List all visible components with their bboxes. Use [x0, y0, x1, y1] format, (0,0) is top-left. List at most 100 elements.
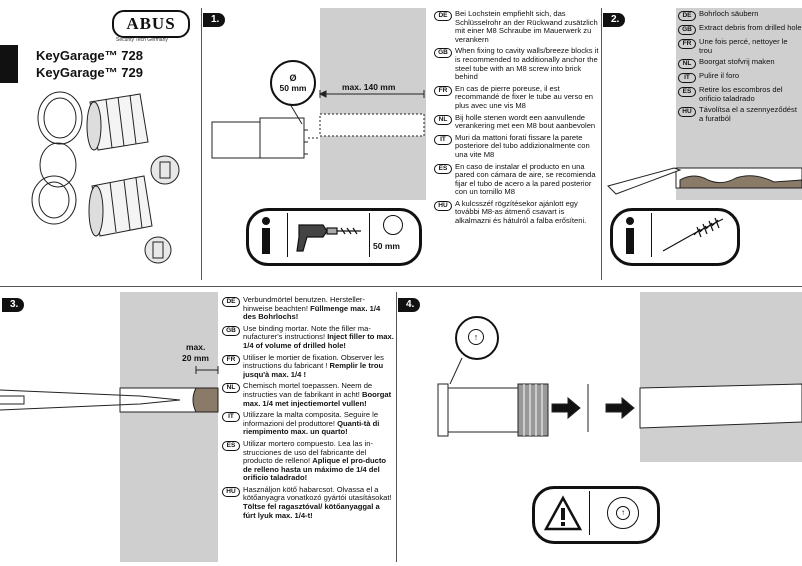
- info-icon: [259, 217, 273, 255]
- panel1-tube-drawing: [211, 90, 425, 159]
- info-icon: [623, 217, 637, 255]
- product-title-728: KeyGarage™ 728: [36, 48, 143, 63]
- lang-badge: IT: [434, 134, 452, 145]
- instruction-text: Utilizar mortero compuesto. Lea las in-s…: [243, 438, 387, 483]
- panel1-info-box: 50 mm: [246, 208, 422, 266]
- product-title-729: KeyGarage™ 729: [36, 65, 143, 80]
- instruction-text: Használjon kötő habarcsot. Olvassa el a …: [243, 484, 392, 520]
- diameter-callout: Ø 50 mm: [270, 60, 316, 106]
- lang-badge: ES: [222, 440, 240, 451]
- cover-panel: ABUS Security Tech Germany KeyGarage™ 72…: [0, 0, 200, 284]
- instruction-text: En caso de instalar el producto en una p…: [455, 161, 596, 197]
- panel4-insert-drawing: [437, 357, 802, 437]
- lang-badge: IT: [678, 73, 696, 84]
- instruction-text: Bei Lochstein empfiehlt sich, das Schlüs…: [455, 9, 598, 44]
- instruction-text: Utilizzare la malta composita. Seguire l…: [243, 410, 380, 437]
- lang-badge: GB: [434, 48, 452, 59]
- lang-badge: DE: [222, 297, 240, 307]
- lang-badge: NL: [434, 114, 452, 125]
- divider-vertical-bottom: [396, 292, 397, 562]
- diameter-symbol: Ø: [289, 72, 297, 83]
- divider-vertical-left: [201, 8, 202, 280]
- lang-badge: HU: [678, 107, 696, 118]
- step-1-badge: 1.: [203, 13, 226, 27]
- instruction-text: When fixing to cavity walls/breeze block…: [455, 46, 599, 82]
- instruction-text: Retire los escombros del orificio taladr…: [699, 85, 783, 103]
- max-label: max.: [186, 342, 206, 352]
- lang-badge: GB: [222, 325, 240, 336]
- step-3-badge: 3.: [2, 298, 25, 312]
- lang-badge: DE: [678, 11, 696, 21]
- instruction-text: Verbundmörtel benutzen. Hersteller-hinwe…: [243, 295, 381, 322]
- info-dimension: 50 mm: [373, 241, 400, 251]
- lang-badge: HU: [434, 200, 452, 211]
- instruction-text: Boorgat stofvrij maken: [699, 57, 775, 67]
- instruction-text: Utiliser le mortier de fixation. Observe…: [243, 352, 384, 379]
- keypad-icon: ↑: [468, 329, 484, 345]
- wall-section-panel3: [120, 292, 218, 562]
- instruction-text: Chemisch mortel toepassen. Neem de instr…: [243, 381, 392, 408]
- lang-badge: IT: [222, 412, 240, 423]
- wall-section-panel1: [320, 8, 426, 200]
- panel3-mortar-drawing: [0, 366, 219, 413]
- lang-badge: FR: [678, 39, 696, 49]
- instruction-text: Use binding mortar. Note the filler ma-n…: [243, 323, 394, 350]
- product-illustration: [31, 91, 180, 264]
- lang-badge: FR: [434, 85, 452, 96]
- logo-tagline: Security Tech Germany: [116, 37, 168, 43]
- instruction-text: En cas de pierre poreuse, il est recomma…: [455, 83, 594, 110]
- drill-bit-icon: [383, 215, 403, 235]
- lang-badge: DE: [434, 11, 452, 21]
- wall-section-panel4: [640, 292, 802, 462]
- max-value: 20 mm: [182, 353, 209, 363]
- divider-horizontal: [0, 286, 802, 287]
- instruction-text: Pulire il foro: [699, 71, 740, 81]
- lang-badge: ES: [678, 87, 696, 98]
- instruction-text: Muri da mattoni forati fissare la parete…: [455, 132, 590, 159]
- warning-icon: [543, 495, 583, 531]
- panel4-warning-box: ↑: [532, 486, 660, 544]
- keypad-icon: ↑: [607, 497, 639, 529]
- instruction-text: Bij holle stenen wordt een aanvullende v…: [455, 112, 596, 131]
- instruction-text: Une fois percé, nettoyer le trou: [699, 37, 788, 55]
- drill-icon: [296, 224, 361, 252]
- panel2-info-box: [610, 208, 740, 266]
- panel2-cleaning-drawing: [607, 167, 802, 195]
- step-4-badge: 4.: [398, 298, 421, 312]
- lang-badge: NL: [222, 383, 240, 394]
- diameter-value: 50 mm: [279, 82, 307, 93]
- abus-logo: ABUS: [112, 10, 190, 38]
- step-2-badge: 2.: [603, 13, 626, 27]
- brush-icon: [662, 217, 724, 252]
- logo-text: ABUS: [126, 14, 176, 33]
- lang-badge: NL: [678, 59, 696, 70]
- side-tab: [0, 45, 18, 83]
- keypad-callout: ↑: [455, 316, 499, 360]
- instruction-text: Extract debris from drilled hole: [699, 23, 802, 32]
- lang-badge: GB: [678, 25, 696, 35]
- lang-badge: HU: [222, 486, 240, 497]
- divider-vertical-right: [601, 8, 602, 280]
